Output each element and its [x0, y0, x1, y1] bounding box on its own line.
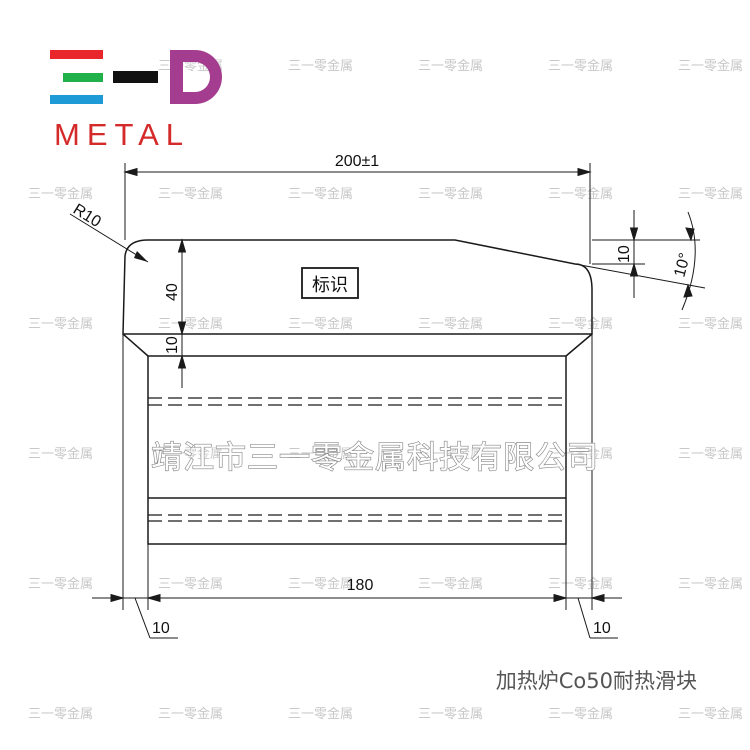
watermark-text: 三一零金属: [158, 706, 223, 722]
arrow-40-top: [177, 238, 187, 253]
watermark-text: 三一零金属: [288, 186, 353, 202]
arrow-200-left: [123, 167, 138, 177]
arrow-180-left: [146, 593, 161, 603]
dim-bottom: [92, 334, 622, 639]
dim-bevel-angle-label: 10°: [671, 251, 694, 279]
watermark-text: 三一零金属: [28, 316, 93, 332]
logo-dash-black: [113, 71, 158, 83]
watermark-text: 三一零金属: [418, 186, 483, 202]
watermark-text: 三一零金属: [678, 706, 743, 722]
watermark-text: 三一零金属: [288, 316, 353, 332]
watermark-text: 三一零金属: [288, 446, 353, 462]
radius-arrow: [134, 251, 148, 262]
watermark-text: 三一零金属: [418, 576, 483, 592]
radius-label: R10: [70, 201, 104, 231]
body-outline: [147, 355, 567, 545]
dim-overall-length-label: 200±1: [335, 153, 379, 170]
dim-right-offset-label: 10: [593, 620, 611, 637]
dim-heights: [177, 238, 187, 388]
watermark-text: 三一零金属: [548, 186, 613, 202]
watermark-text: 三一零金属: [28, 446, 93, 462]
watermark-text: 三一零金属: [678, 576, 743, 592]
watermark-text: 三一零金属: [288, 706, 353, 722]
dim-bevel-height-label: 10: [616, 245, 633, 263]
watermark-text: 三一零金属: [678, 316, 743, 332]
watermark-text: 三一零金属: [548, 58, 613, 74]
arrow-right-outer: [590, 593, 605, 603]
watermark-text: 三一零金属: [418, 58, 483, 74]
angle-leg: [574, 263, 706, 289]
arrow-180-right: [553, 593, 568, 603]
watermark-text: 三一零金属: [158, 316, 223, 332]
mark-box-frame: [301, 267, 359, 299]
angle-arc: [681, 211, 696, 311]
company-logo: METAL: [50, 50, 222, 152]
company-name-watermark: 靖江市三一零金属科技有限公司: [151, 440, 599, 476]
arrow-200-right: [577, 167, 592, 177]
bevel-left: [122, 333, 149, 357]
watermark-text: 三一零金属: [678, 58, 743, 74]
watermark-text: 三一零金属: [548, 706, 613, 722]
watermark-text: 三一零金属: [28, 706, 93, 722]
watermark-text: 三一零金属: [418, 706, 483, 722]
arrow-10-lower: [177, 354, 187, 369]
watermark-text: 三一零金属: [678, 446, 743, 462]
arrow-bevel-top: [629, 227, 639, 242]
product-caption: 加热炉Co50耐热滑块: [496, 669, 697, 693]
logo-d-shape: [170, 50, 222, 104]
watermark-text: 三一零金属: [28, 186, 93, 202]
mark-box: 标识: [301, 267, 359, 299]
arrow-angle-top: [685, 227, 695, 242]
dim-inner-length-label: 180: [347, 577, 374, 594]
radius-leader: [69, 213, 149, 263]
logo-bar-red: [50, 50, 103, 59]
arrow-bevel-bottom: [629, 262, 639, 277]
logo-bar-blue: [50, 95, 103, 104]
dim-left-offset-label: 10: [152, 620, 170, 637]
watermark-text: 三一零金属: [418, 316, 483, 332]
watermark-text: 三一零金属: [28, 576, 93, 592]
arrow-angle-bottom: [683, 283, 693, 298]
arrow-40-bottom: [177, 321, 187, 336]
dim-height-lower-label: 10: [164, 336, 181, 354]
mark-box-label: 标识: [312, 275, 348, 296]
watermark-text: 三一零金属: [548, 576, 613, 592]
leader-left-10: [134, 597, 151, 639]
dim-overall-length: [123, 163, 592, 264]
watermark-text: 三一零金属: [158, 186, 223, 202]
logo-bar-green: [63, 73, 103, 82]
arrow-left-outer: [110, 593, 125, 603]
watermark-text: 三一零金属: [288, 576, 353, 592]
watermark-text: 三一零金属: [548, 446, 613, 462]
watermark-text: 三一零金属: [158, 576, 223, 592]
hidden-lines: [148, 397, 566, 522]
dim-height-upper-label: 40: [164, 283, 181, 301]
watermark-text: 三一零金属: [548, 316, 613, 332]
watermark-text: 三一零金属: [678, 186, 743, 202]
leader-right-10: [577, 597, 591, 639]
dim-bevel: [574, 210, 706, 311]
watermark-text: 三一零金属: [158, 446, 223, 462]
bevel-right: [565, 333, 593, 357]
watermark-text: 三一零金属: [418, 446, 483, 462]
watermark-text: 三一零金属: [288, 58, 353, 74]
logo-wordmark: METAL: [54, 117, 190, 152]
watermark-layer: 三一零金属三一零金属三一零金属三一零金属三一零金属三一零金属三一零金属三一零金属…: [28, 58, 743, 722]
